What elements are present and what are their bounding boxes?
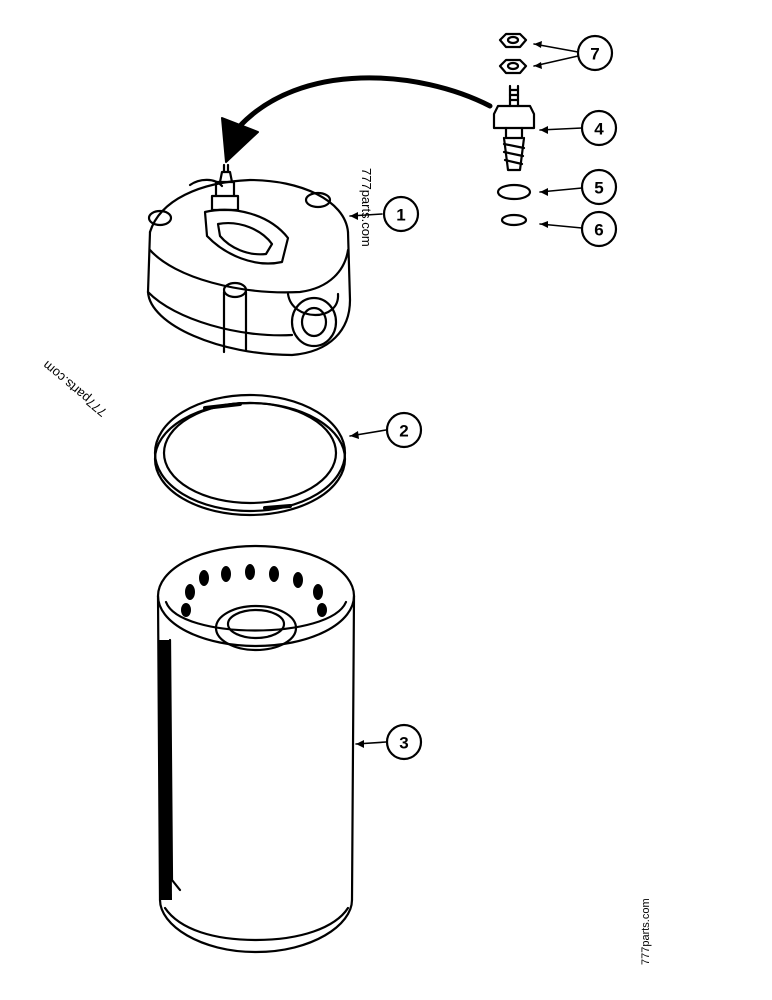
- callout-label-5: 5: [594, 179, 603, 198]
- callout-circle-3: [385, 723, 423, 761]
- filter-head: [146, 163, 352, 357]
- callout-circle-5: [580, 168, 618, 206]
- watermark-text: 777parts.com: [640, 898, 652, 965]
- callout-label-2: 2: [399, 422, 408, 441]
- callout-circle-1: [382, 195, 420, 233]
- callout-circle-6: [580, 210, 618, 248]
- o-ring-large: [496, 183, 532, 201]
- callout-circle-4: [580, 109, 618, 147]
- callout-label-3: 3: [399, 734, 408, 753]
- watermark-text: 777parts.com: [359, 168, 374, 247]
- leader-arrowheads: [350, 41, 548, 748]
- assembly-arrow: [221, 75, 493, 163]
- seal-ring: [153, 393, 347, 517]
- callout-label-6: 6: [594, 221, 603, 240]
- leader-lines: [349, 43, 583, 745]
- callout-circle-7: [576, 34, 614, 72]
- callout-label-7: 7: [590, 45, 599, 64]
- nut-lower: [498, 58, 528, 75]
- pressure-switch: [492, 84, 536, 172]
- callout-label-4: 4: [594, 120, 604, 139]
- callout-label-1: 1: [396, 206, 405, 225]
- filter-holes: [158, 564, 327, 900]
- callout-circle-2: [385, 411, 423, 449]
- nut-upper: [498, 32, 528, 49]
- o-ring-small: [500, 213, 528, 227]
